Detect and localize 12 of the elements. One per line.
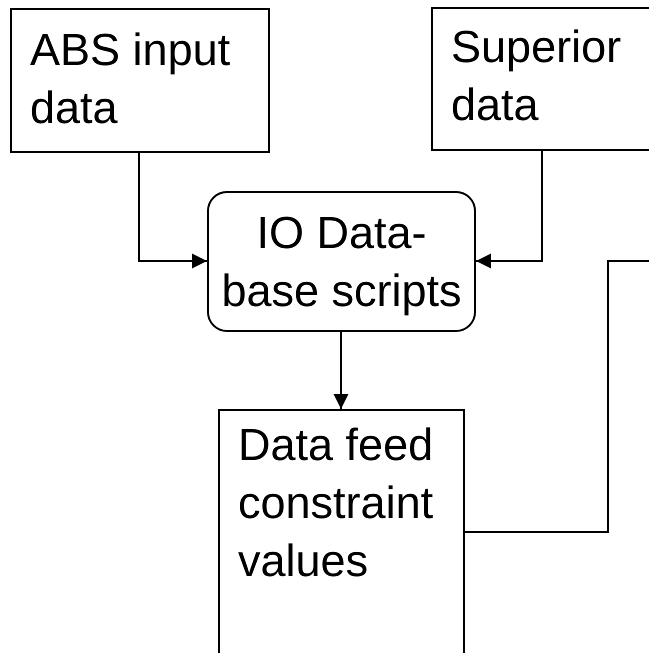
arrow	[476, 151, 543, 268]
arrow	[138, 153, 207, 268]
box-label: Superior data	[451, 20, 622, 132]
box-label: IO Data-base scripts	[220, 206, 463, 318]
process-box	[207, 191, 476, 332]
data-box	[218, 409, 465, 653]
box-label: Data feed constraint values	[238, 418, 434, 588]
data-box	[431, 7, 649, 151]
box-label: ABS input data	[30, 23, 232, 135]
connector-line	[465, 260, 649, 533]
arrow	[334, 332, 348, 409]
data-box	[10, 8, 270, 153]
